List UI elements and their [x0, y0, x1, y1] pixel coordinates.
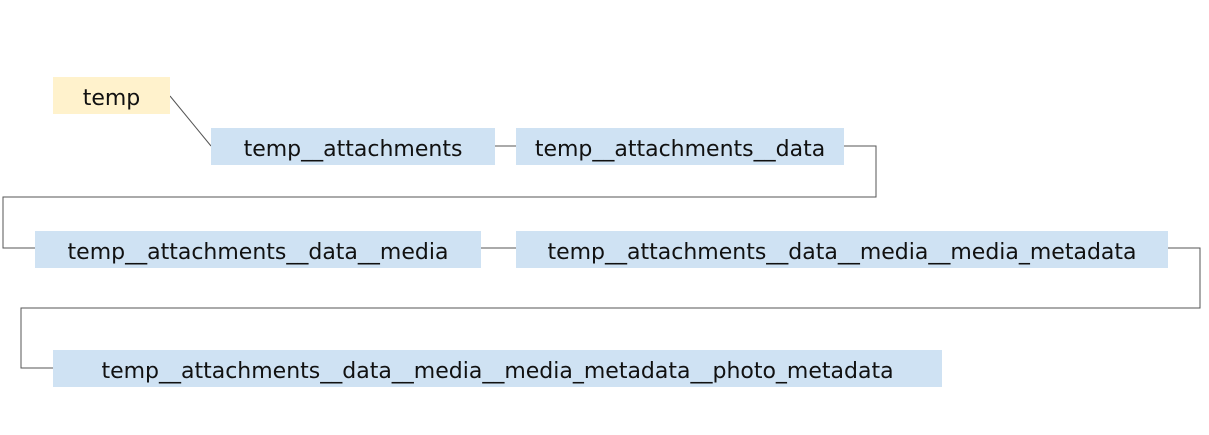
- node-label: temp: [82, 86, 141, 111]
- node-temp-attachments-data-media: temp__attachments__data__media: [35, 231, 481, 268]
- node-label: temp__attachments__data__media: [67, 240, 449, 265]
- edge-data-to-media: [2, 145, 877, 249]
- edge-media-metadata-to-photo-metadata: [20, 247, 1201, 369]
- node-temp-attachments: temp__attachments: [211, 128, 495, 165]
- edge-temp-to-attachments: [169, 95, 212, 147]
- node-temp-attachments-data: temp__attachments__data: [516, 128, 844, 165]
- node-temp: temp: [53, 77, 170, 114]
- node-label: temp__attachments__data__media__media_me…: [547, 240, 1137, 265]
- node-temp-attachments-data-media-media-metadata-photo-metadata: temp__attachments__data__media__media_me…: [53, 350, 942, 387]
- node-label: temp__attachments: [243, 137, 463, 162]
- node-label: temp__attachments__data__media__media_me…: [101, 359, 894, 384]
- node-label: temp__attachments__data: [534, 137, 826, 162]
- node-temp-attachments-data-media-media-metadata: temp__attachments__data__media__media_me…: [516, 231, 1168, 268]
